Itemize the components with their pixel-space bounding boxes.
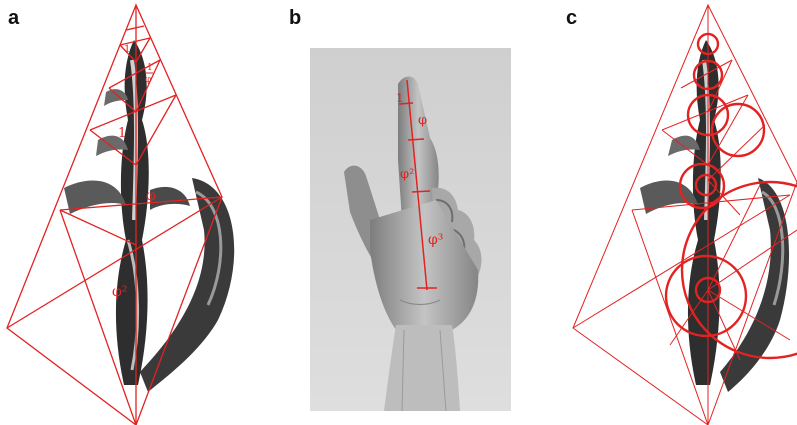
panel-a: 1 1 φ 1 φ φ² xyxy=(7,5,234,425)
label-b-phi-squared: φ² xyxy=(400,167,414,182)
panel-c xyxy=(573,5,797,425)
shell-illustration xyxy=(64,40,234,392)
label-a-1-small: 1 xyxy=(124,44,130,55)
label-b-1: 1 xyxy=(396,91,404,105)
label-a-phi: φ xyxy=(146,188,156,204)
label-b-phi: φ xyxy=(418,113,427,128)
label-a-phi-fraction: φ xyxy=(145,75,151,85)
label-a-1: 1 xyxy=(118,126,126,141)
label-b-phi-cubed: φ³ xyxy=(428,232,443,248)
golden-ratio-triangles-c xyxy=(573,5,797,425)
golden-ratio-triangles-a xyxy=(7,5,222,425)
panel-b: 1 φ φ² φ³ xyxy=(310,48,511,411)
label-a-1-fraction: 1 xyxy=(147,63,153,73)
label-a-phi-squared: φ² xyxy=(112,284,127,300)
